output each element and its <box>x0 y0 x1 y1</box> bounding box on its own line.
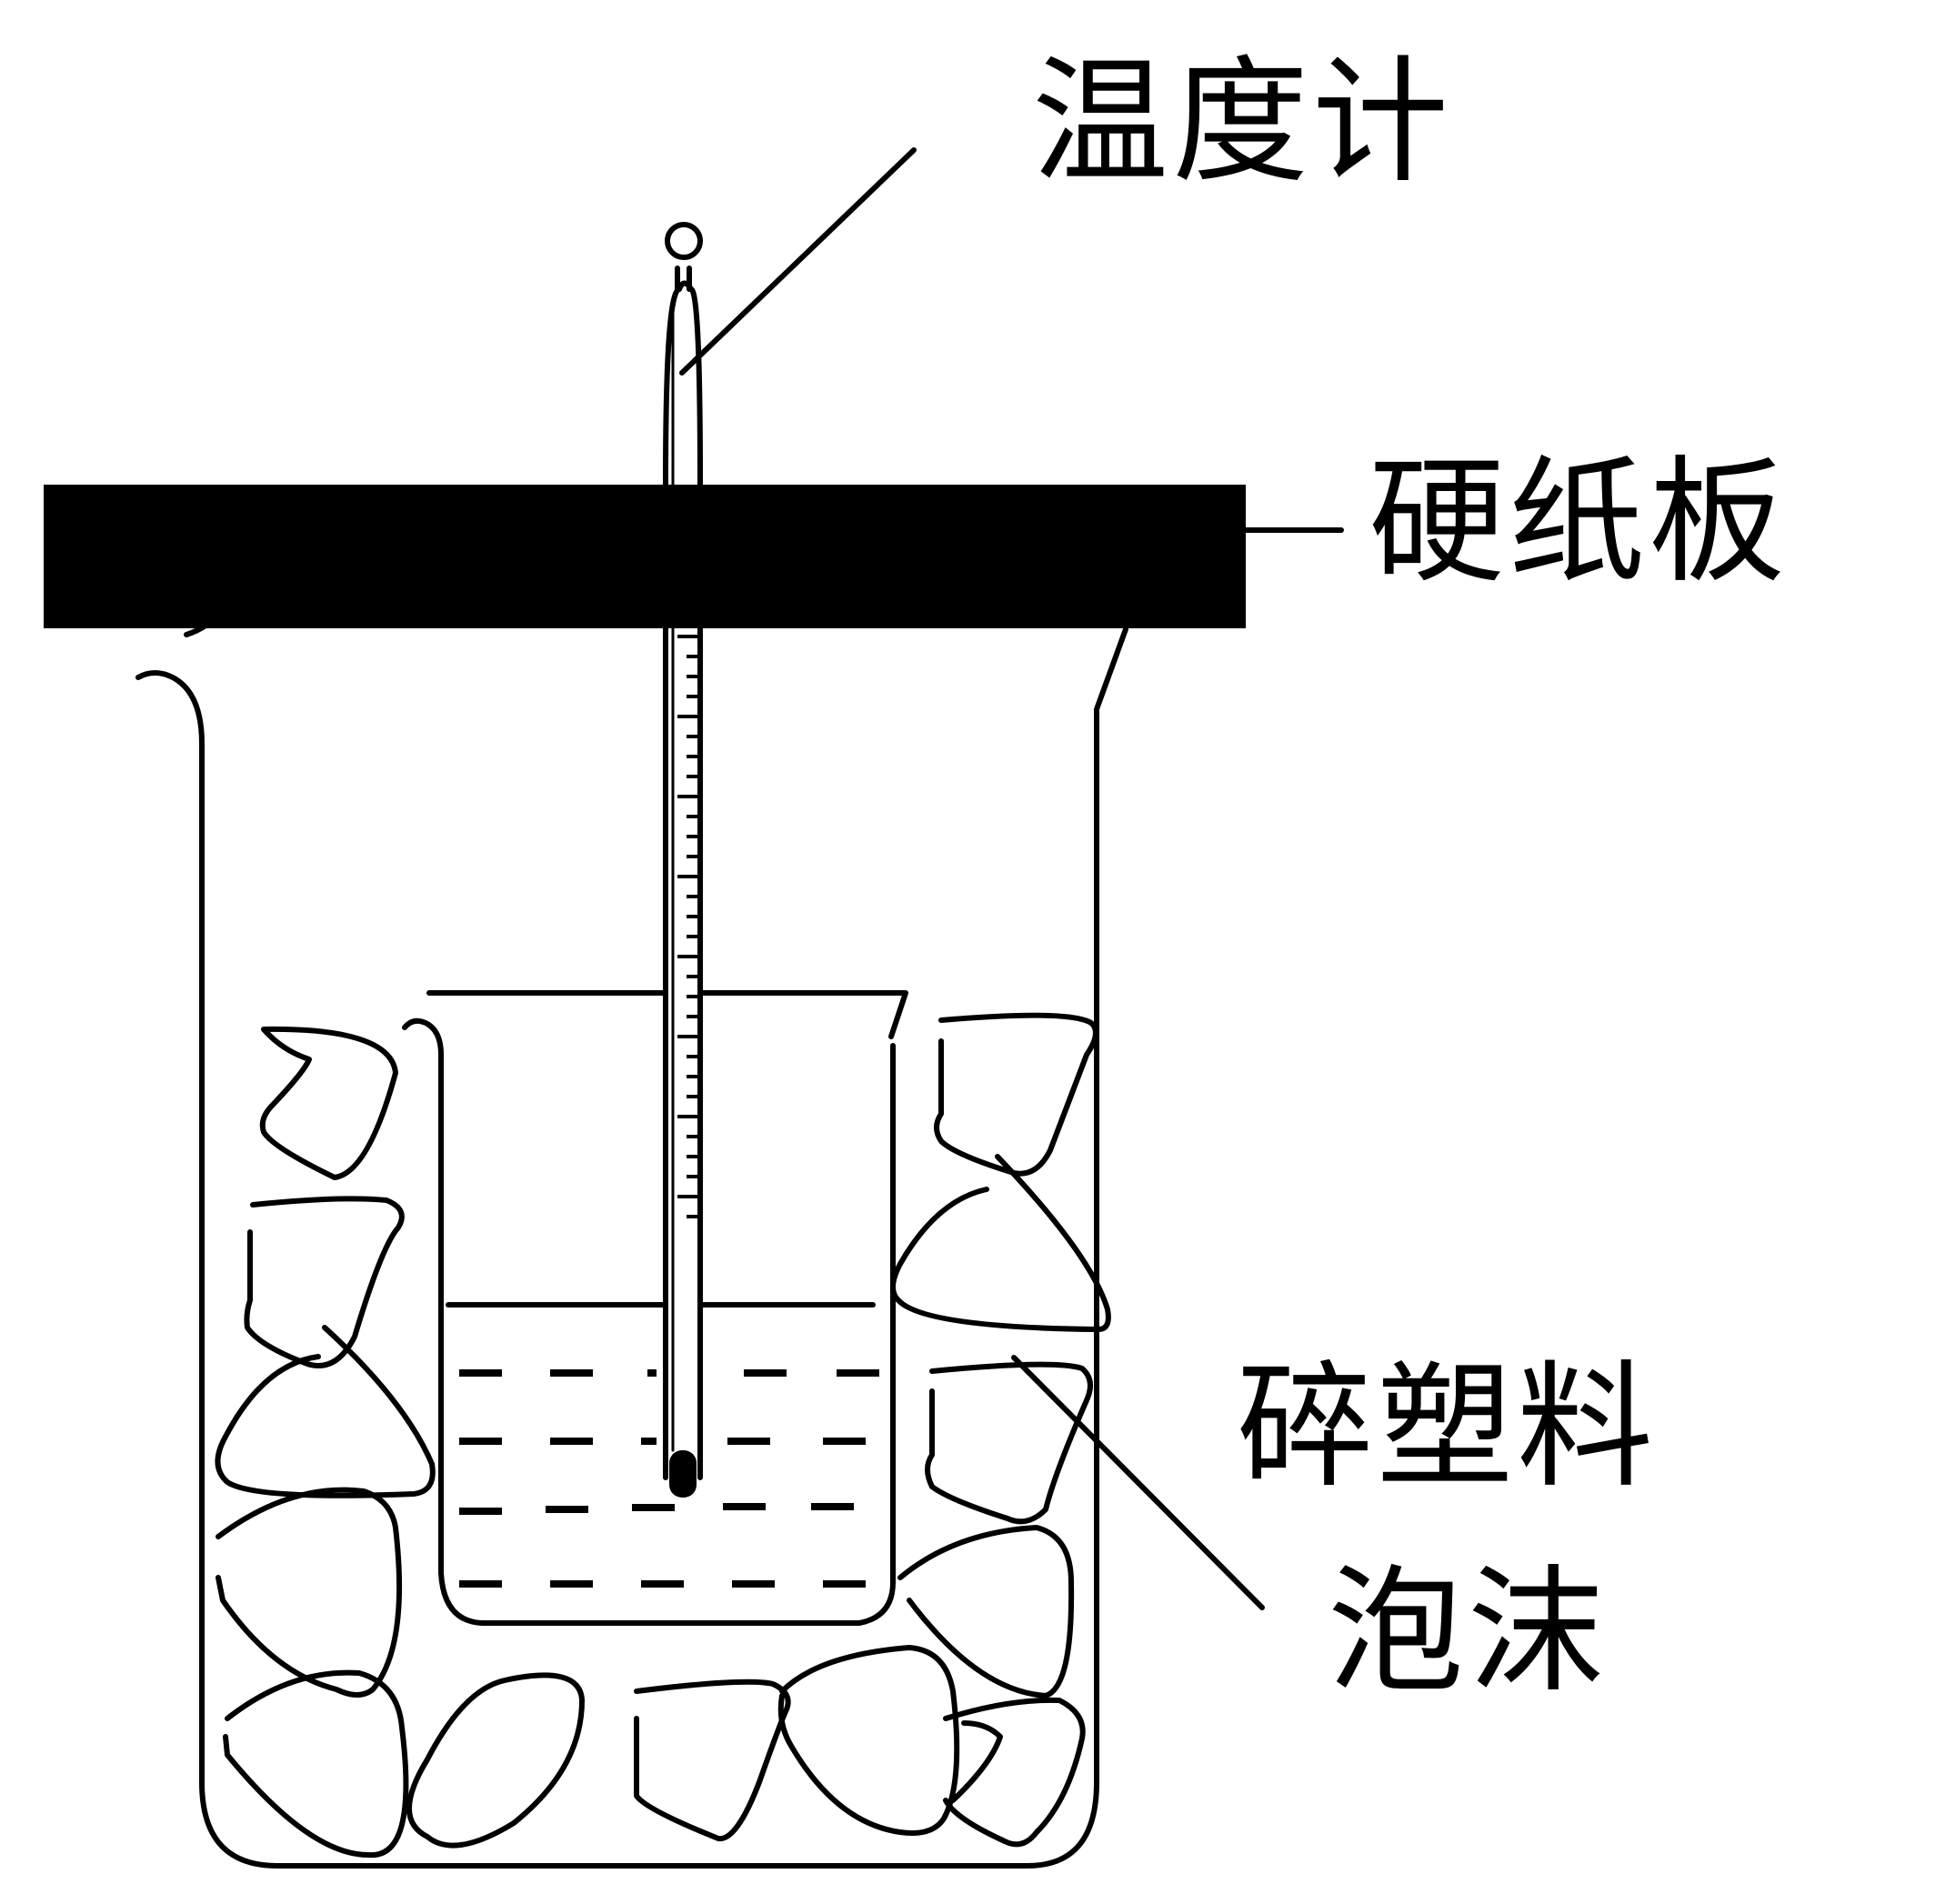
inner-beaker <box>402 990 908 1626</box>
outer-beaker <box>135 604 1128 1869</box>
thermometer-leader <box>679 147 917 376</box>
thermometer-scale <box>677 635 700 1218</box>
cardboard-lid <box>44 485 1246 628</box>
cardboard-label: 硬纸板 <box>1369 444 1790 602</box>
foam-pieces <box>215 1012 1111 1859</box>
liquid-dashes <box>459 1369 879 1588</box>
foam-label-line2: 泡沫 <box>1328 1553 1609 1711</box>
foam-leader <box>1011 1355 1265 1610</box>
thermometer-icon <box>663 222 703 1498</box>
foam-label-line1: 碎塑料 <box>1237 1348 1658 1507</box>
thermometer-label: 温度计 <box>1032 44 1453 202</box>
